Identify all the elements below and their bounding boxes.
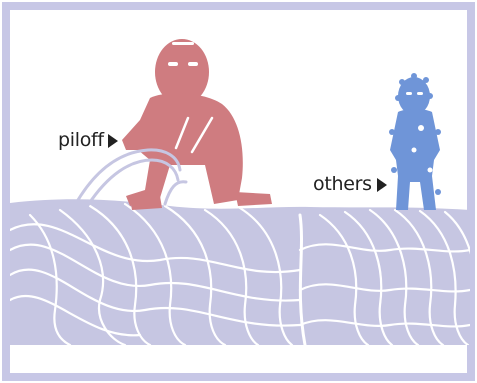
piloff-pointer-icon (108, 134, 118, 148)
others-label: others (313, 175, 372, 194)
twisted-rope (10, 199, 476, 345)
piloff-label: piloff (58, 131, 104, 150)
others-pointer-icon (377, 178, 387, 192)
bottom-band (10, 345, 467, 373)
